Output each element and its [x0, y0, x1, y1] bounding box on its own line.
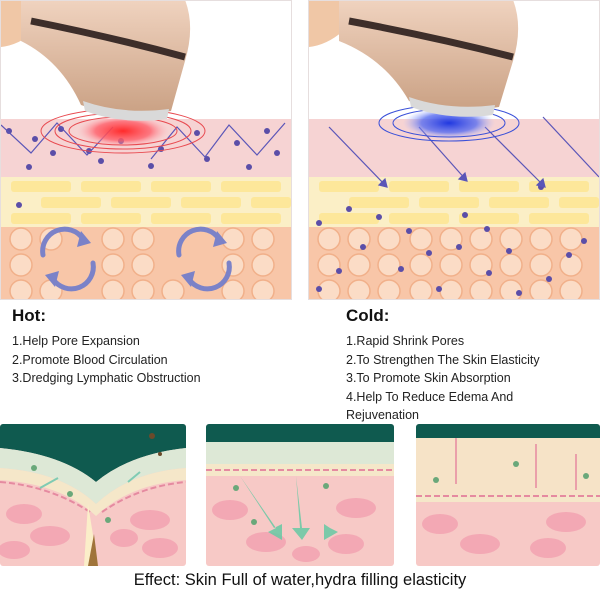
hot-mode-illustration	[0, 0, 292, 300]
list-item: 3.Dredging Lymphatic Obstruction	[12, 371, 201, 385]
cold-skin-diagram	[309, 1, 599, 299]
fat-cells	[319, 181, 599, 224]
list-item: 1.Rapid Shrink Pores	[346, 334, 465, 348]
cold-heading: Cold:	[346, 306, 390, 325]
beauty-device-icon	[21, 1, 191, 121]
hot-benefit-list: 1.Help Pore Expansion 2.Promote Blood Ci…	[12, 332, 292, 388]
list-item: Rejuvenation	[346, 408, 419, 422]
list-item: 4.Help To Reduce Edema And	[346, 389, 514, 404]
flow-arrows	[1, 122, 286, 160]
hot-heading: Hot:	[12, 306, 46, 325]
list-item: 3.To Promote Skin Absorption	[346, 371, 511, 385]
refresh-arrows-icon	[176, 226, 232, 292]
molecule-dots	[316, 184, 587, 296]
effect-stage-2	[206, 424, 394, 566]
dermis-cells	[9, 227, 275, 299]
hot-benefits: Hot: 1.Help Pore Expansion 2.Promote Blo…	[12, 306, 292, 388]
fat-cells	[11, 181, 291, 224]
hot-skin-diagram	[1, 1, 291, 299]
beauty-device-icon	[339, 1, 519, 117]
list-item: 1.Help Pore Expansion	[12, 334, 140, 348]
cold-mode-illustration	[308, 0, 600, 300]
skin-cross-section	[416, 424, 600, 566]
red-light-glow	[77, 115, 169, 147]
list-item: 2.To Strengthen The Skin Elasticity	[346, 352, 540, 367]
cold-benefit-list: 1.Rapid Shrink Pores 2.To Strengthen The…	[346, 332, 596, 425]
effect-stage-1	[0, 424, 186, 566]
dermis-cells	[317, 227, 583, 299]
effect-stage-3	[416, 424, 600, 566]
skin-cross-section	[0, 424, 186, 566]
refresh-arrows-icon	[40, 226, 96, 292]
effect-caption: Effect: Skin Full of water,hydra filling…	[133, 571, 467, 589]
list-item: 2.Promote Blood Circulation	[12, 352, 168, 367]
skin-cross-section	[206, 424, 394, 566]
cold-benefits: Cold: 1.Rapid Shrink Pores 2.To Strength…	[346, 306, 596, 425]
